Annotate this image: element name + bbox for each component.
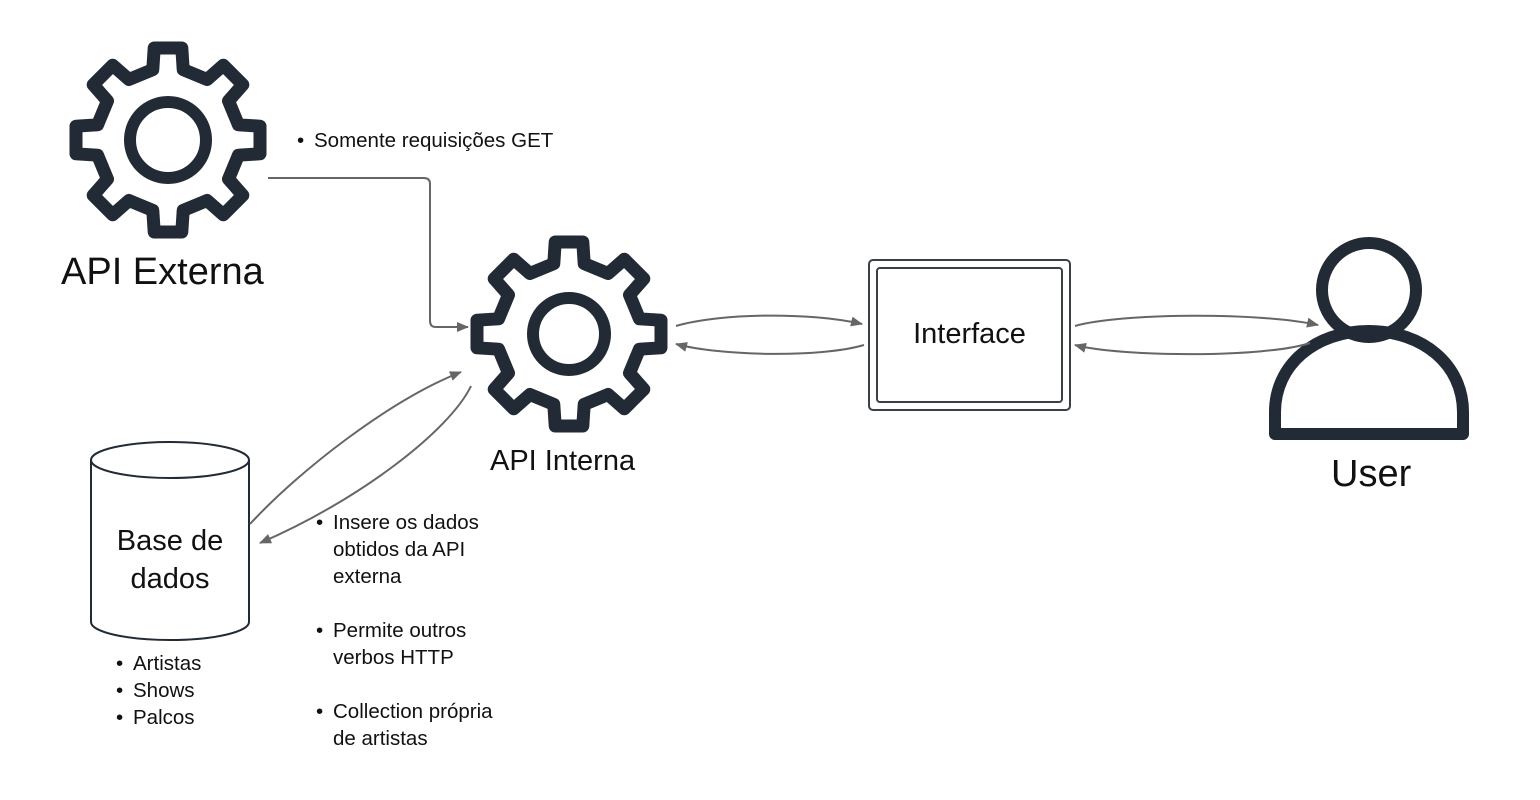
connector-interna-to-database	[259, 385, 472, 544]
external-api-notes: Somente requisições GET	[297, 127, 553, 154]
connector-interface-to-interna	[675, 342, 865, 355]
user-icon[interactable]	[1269, 237, 1469, 440]
note-insere-dados-line1: Insere os dados	[333, 511, 479, 534]
database-label-line1: Base de	[116, 525, 224, 557]
connector-interna-to-interface	[675, 314, 863, 327]
api-externa-label: API Externa	[61, 251, 264, 293]
note-insere-dados-line3: externa	[333, 565, 402, 588]
connector-interface-to-user	[1074, 314, 1319, 328]
note-outros-verbos: Permite outros verbos HTTP	[316, 617, 493, 671]
note-artistas: Artistas	[116, 650, 201, 677]
api-interna-label: API Interna	[490, 445, 636, 477]
api-externa-gear-icon[interactable]	[69, 41, 267, 239]
database-label-line2: dados	[130, 563, 210, 595]
connector-user-to-interface	[1074, 342, 1311, 356]
note-insere-dados: Insere os dados obtidos da API externa	[316, 509, 493, 590]
note-collection-artistas: Collection própria de artistas	[316, 698, 493, 752]
note-collection-artistas-line1: Collection própria	[333, 700, 493, 723]
connector-database-to-interna	[249, 371, 462, 525]
connector-externa-to-interna	[268, 177, 469, 332]
internal-api-notes: Insere os dados obtidos da API externa P…	[316, 509, 493, 752]
api-interna-gear-icon[interactable]	[470, 235, 668, 433]
note-collection-artistas-line2: de artistas	[333, 727, 428, 750]
database-cylinder-icon[interactable]	[90, 441, 250, 641]
database-notes: Artistas Shows Palcos	[116, 650, 201, 731]
user-label: User	[1331, 453, 1412, 495]
note-insere-dados-line2: obtidos da API	[333, 538, 466, 561]
interface-box[interactable]	[868, 259, 1071, 411]
note-shows: Shows	[116, 677, 201, 704]
interface-label: Interface	[913, 318, 1026, 350]
note-outros-verbos-line2: verbos HTTP	[333, 646, 454, 669]
note-get-only: Somente requisições GET	[297, 127, 553, 154]
note-outros-verbos-line1: Permite outros	[333, 619, 467, 642]
note-palcos: Palcos	[116, 704, 201, 731]
